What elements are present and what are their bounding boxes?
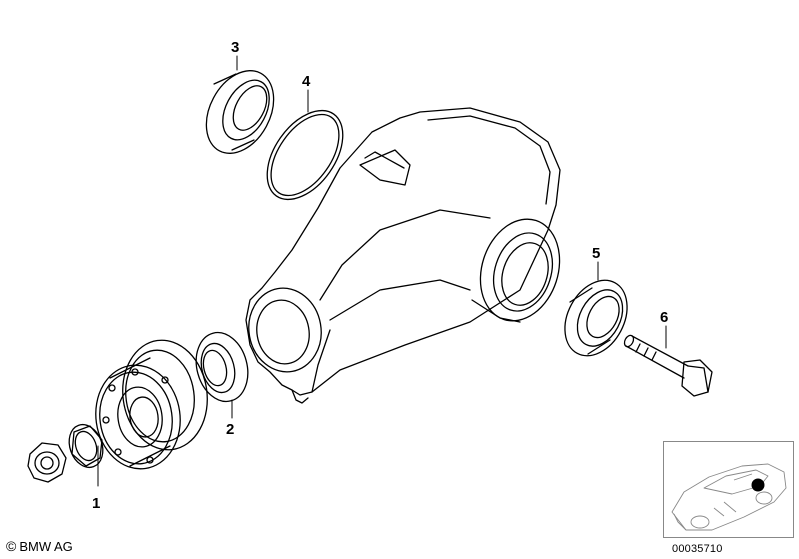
callout-1[interactable]: 1 [92, 495, 100, 512]
callout-3[interactable]: 3 [231, 39, 239, 56]
copyright-text: BMW AG [19, 539, 73, 554]
hex-bolt-6[interactable] [623, 334, 713, 397]
callout-6[interactable]: 6 [660, 309, 668, 326]
callout-2[interactable]: 2 [226, 421, 234, 438]
leader-lines [97, 55, 667, 487]
drive-flange[interactable] [89, 335, 214, 475]
catalog-number: 00035710 [672, 543, 723, 555]
callout-4[interactable]: 4 [302, 73, 311, 90]
shaft-seal-3[interactable] [193, 59, 287, 165]
differential-housing[interactable] [242, 107, 572, 404]
shaft-seal-5[interactable] [552, 270, 639, 367]
lock-washer[interactable] [63, 420, 108, 472]
collar-nut[interactable] [27, 442, 67, 483]
shaft-seal-2[interactable] [189, 327, 255, 408]
o-ring-4[interactable] [252, 97, 359, 213]
callout-5[interactable]: 5 [592, 245, 600, 262]
car-outline-icon [671, 463, 787, 531]
copyright-symbol: © [6, 538, 17, 554]
vehicle-locator-thumbnail [663, 441, 794, 538]
part-location-marker [751, 478, 765, 492]
copyright-notice: ©BMW AG [6, 538, 73, 554]
